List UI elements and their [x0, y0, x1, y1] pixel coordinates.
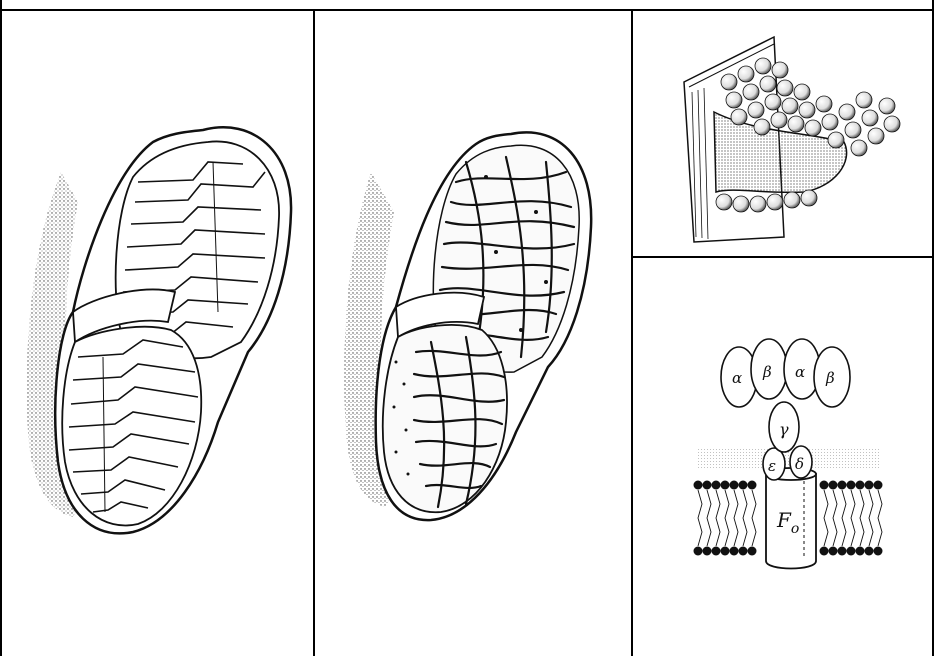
lipid-tail — [869, 490, 873, 546]
panel-crista-particles — [634, 12, 932, 256]
lipid-head — [730, 481, 739, 490]
panel-atp-synthase: Fo ε δ γ α β α β — [634, 259, 932, 654]
lipid-head — [694, 481, 703, 490]
lipid-head — [748, 481, 757, 490]
lipid-tail — [752, 490, 756, 546]
mitochondrion-cutaway-lamellar-icon — [3, 12, 313, 654]
inner-membrane-fold-with-particles-icon — [634, 12, 932, 256]
lipid-tail — [707, 490, 711, 546]
lipid-tail — [842, 490, 846, 546]
lipid-head — [721, 547, 730, 556]
lipid-head — [874, 481, 883, 490]
lipid-tail — [860, 490, 864, 546]
lipid-head — [838, 547, 847, 556]
lipid-head — [694, 547, 703, 556]
lipid-head — [721, 481, 730, 490]
lipid-tail — [743, 490, 747, 546]
lipid-tail — [878, 490, 882, 546]
lipid-head — [874, 547, 883, 556]
alpha-label-right: α — [795, 363, 805, 381]
lipid-head — [739, 547, 748, 556]
lipid-tail — [824, 490, 828, 546]
epsilon-label: ε — [768, 457, 776, 475]
lipid-head — [712, 547, 721, 556]
lipid-head — [865, 547, 874, 556]
lipid-head — [712, 481, 721, 490]
alpha-label-left: α — [732, 369, 742, 387]
panel-mitochondrion-lamellar — [3, 12, 313, 654]
lipid-tail — [716, 490, 720, 546]
lipid-tail — [698, 490, 702, 546]
lipid-head — [730, 547, 739, 556]
lipid-tail — [725, 490, 729, 546]
lipid-tail — [851, 490, 855, 546]
mitochondrion-cutaway-tubular-icon — [316, 12, 631, 654]
beta-label-left: β — [762, 363, 772, 381]
panel-mitochondrion-tubular — [316, 12, 631, 654]
lipid-head — [829, 547, 838, 556]
gamma-label: γ — [779, 420, 789, 439]
lipid-head — [865, 481, 874, 490]
lipid-tail — [833, 490, 837, 546]
beta-label-right: β — [825, 369, 835, 387]
lipid-head — [739, 481, 748, 490]
lipid-head — [856, 481, 865, 490]
lipid-head — [847, 481, 856, 490]
lipid-head — [703, 481, 712, 490]
lipid-head — [820, 481, 829, 490]
lipid-head — [847, 547, 856, 556]
lipid-head — [820, 547, 829, 556]
lipid-head — [838, 481, 847, 490]
delta-label: δ — [795, 455, 804, 473]
lipid-head — [856, 547, 865, 556]
lipid-head — [829, 481, 838, 490]
lipid-tail — [734, 490, 738, 546]
lipid-head — [703, 547, 712, 556]
atp-synthase-diagram-icon: Fo ε δ γ α β α β — [634, 259, 932, 654]
lipid-head — [748, 547, 757, 556]
